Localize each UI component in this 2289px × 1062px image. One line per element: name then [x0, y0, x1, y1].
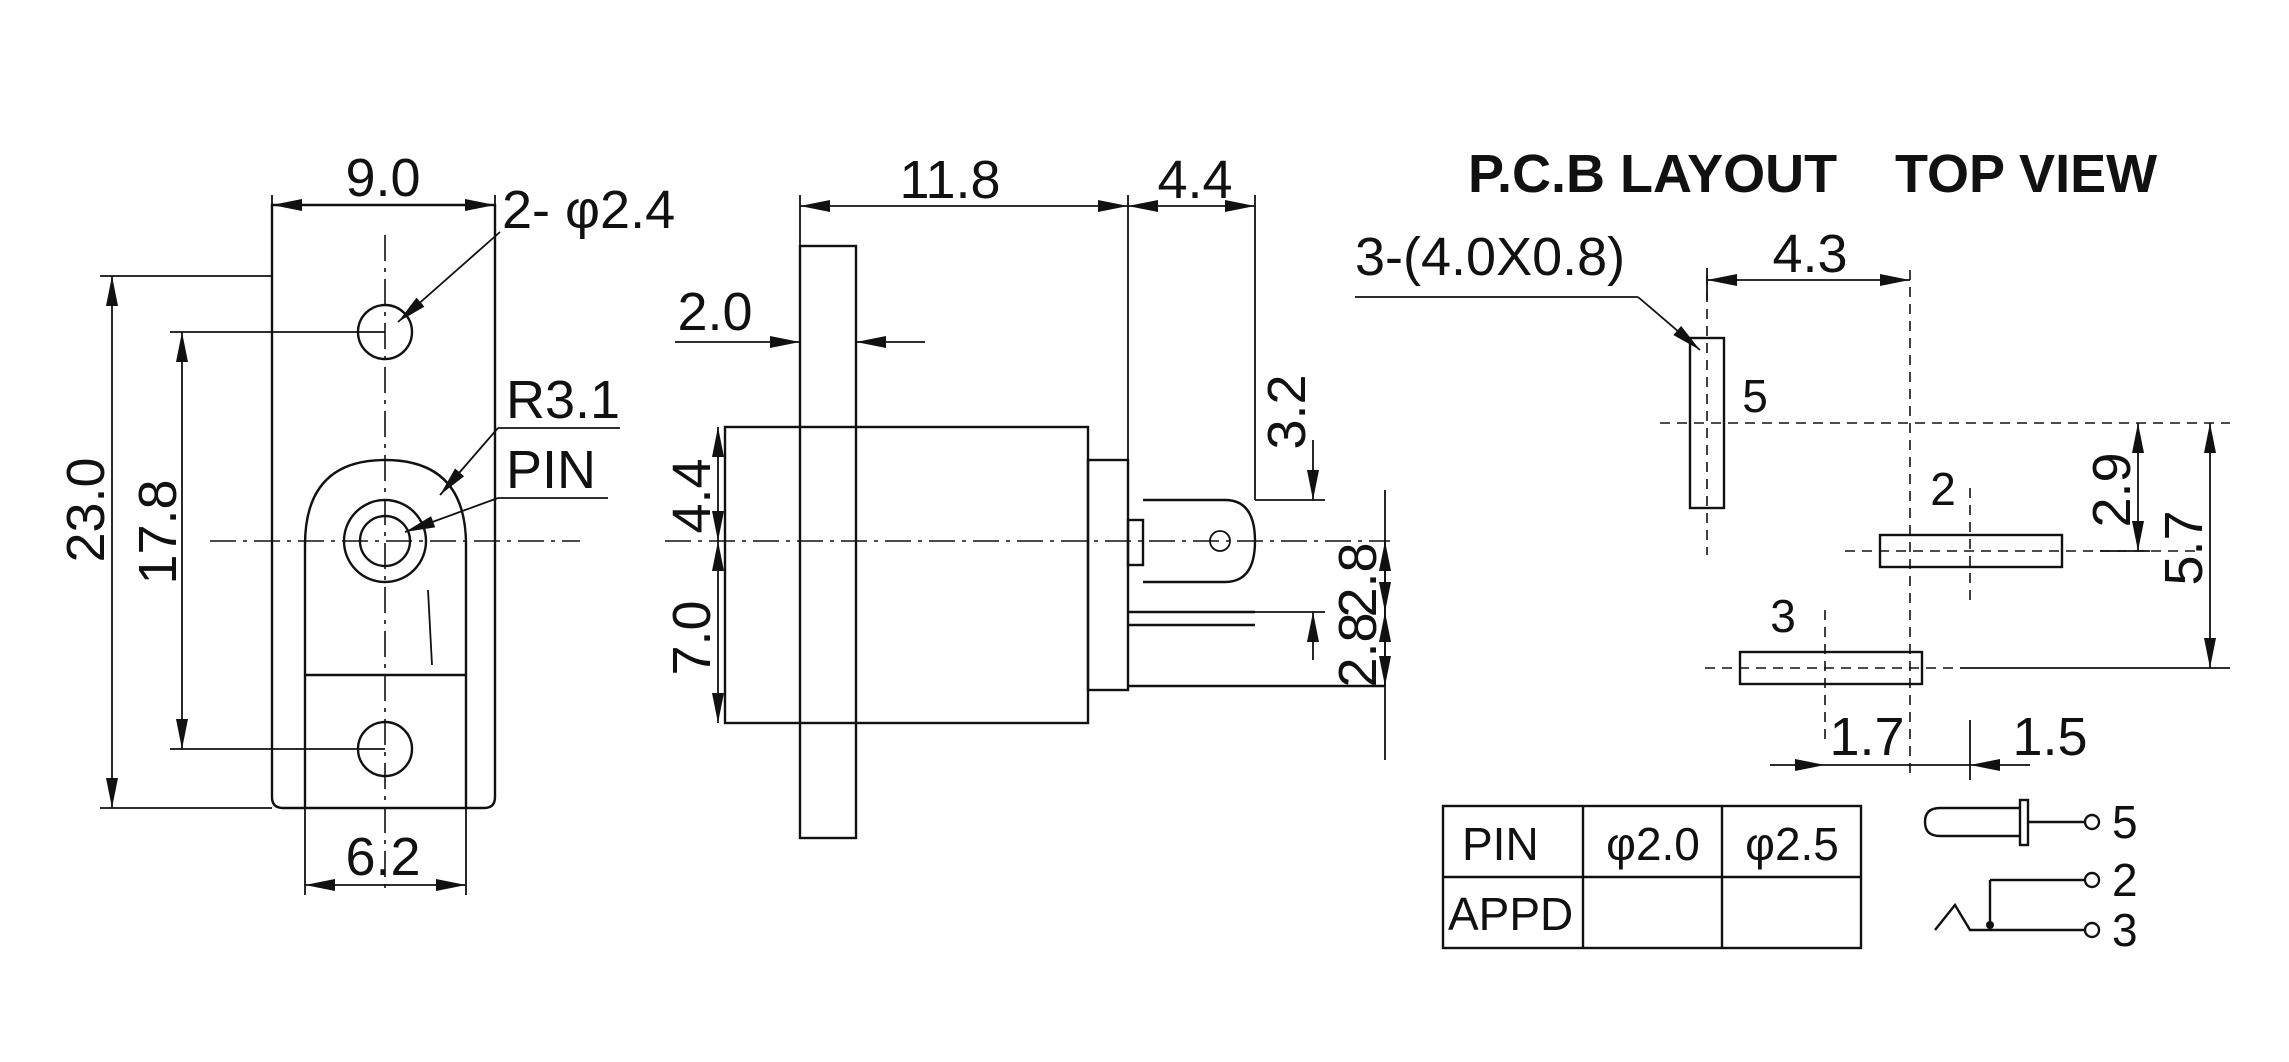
table-cell-d20: φ2.0	[1606, 818, 1700, 870]
pin-table: PIN φ2.0 φ2.5 APPD	[1441, 804, 1863, 950]
header-top-view: TOP VIEW	[1895, 144, 2157, 204]
dim-pin-offset: 3.2	[1257, 374, 1317, 449]
flange	[798, 244, 858, 840]
header-pcb-layout: P.C.B LAYOUT	[1468, 144, 1837, 204]
schematic-symbol: 5 2 3	[1923, 796, 2138, 956]
schematic-pin-3: 3	[2112, 904, 2138, 956]
dim-width: 9.0	[345, 148, 420, 208]
dim-offset-b: 1.5	[2012, 707, 2087, 767]
dim-hole-pitch: 17.8	[128, 479, 188, 584]
front-view: 9.0 2- φ2.4 23.0 17.8 R3.1 PIN 6.2	[56, 148, 675, 895]
table-cell-appd: APPD	[1448, 888, 1573, 940]
dim-flange: 2.0	[677, 282, 752, 342]
dim-slots: 3-(4.0X0.8)	[1355, 227, 1625, 287]
dim-height: 23.0	[56, 457, 116, 562]
dim-gap-b: 2.8	[1328, 612, 1388, 687]
table-cell-pin: PIN	[1462, 818, 1539, 870]
schematic-pin-5: 5	[2112, 796, 2138, 848]
side-view: 11.8 4.4 2.0 3.2 2.8 2.8 4.4 7.0	[662, 150, 1391, 840]
table-cell-d25: φ2.5	[1745, 818, 1839, 870]
body	[723, 425, 1090, 725]
dim-lower: 7.0	[662, 600, 722, 675]
dim-upper: 4.4	[662, 458, 722, 533]
dim-body-length: 11.8	[899, 150, 1000, 210]
pcb-pin-3: 3	[1770, 590, 1796, 642]
schematic-pin-2: 2	[2112, 854, 2138, 906]
dim-bottom-width: 6.2	[345, 827, 420, 887]
dim-spacing-x: 4.3	[1772, 224, 1847, 284]
pcb-pin-2: 2	[1930, 463, 1956, 515]
dim-spacing-y1: 2.9	[2082, 452, 2142, 527]
pcb-layout: P.C.B LAYOUT TOP VIEW 3-(4.0X0.8) 4.3 2.…	[1355, 144, 2230, 780]
label-pin: PIN	[506, 440, 596, 500]
dim-gap-a: 2.8	[1328, 542, 1388, 617]
dim-spacing-y2: 5.7	[2154, 510, 2214, 585]
pcb-pin-5: 5	[1742, 370, 1768, 422]
dim-offset-a: 1.7	[1829, 707, 1904, 767]
dim-pin-length: 4.4	[1157, 150, 1232, 210]
slot-5	[1688, 336, 1726, 510]
dim-holes: 2- φ2.4	[502, 180, 675, 240]
dim-radius: R3.1	[506, 370, 620, 430]
